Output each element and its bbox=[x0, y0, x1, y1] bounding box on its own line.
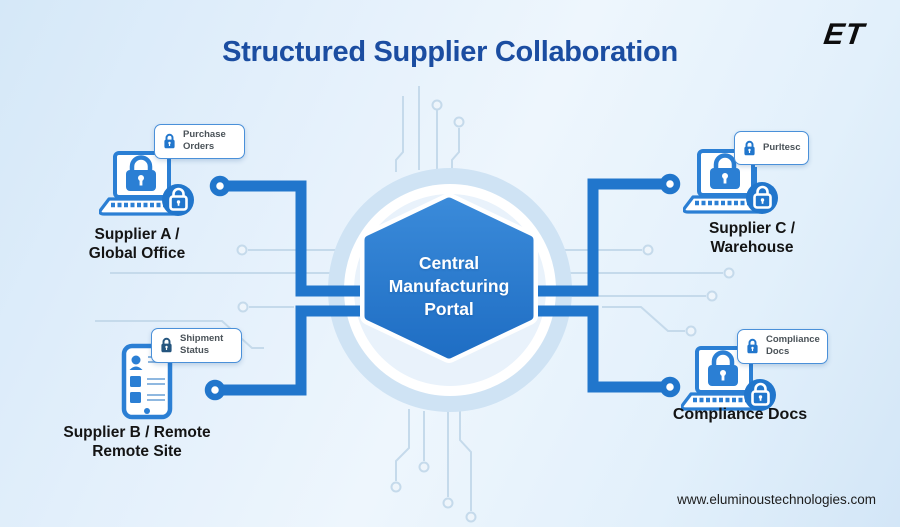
label-supplier-a: Supplier A / Global Office bbox=[88, 226, 186, 262]
label-compliance-docs: Compliance Docs bbox=[672, 406, 808, 423]
tag-supplier-c: Purltesc bbox=[734, 131, 809, 165]
circuit-trace-terminals bbox=[236, 99, 735, 523]
tag-label: Compliance Docs bbox=[766, 334, 820, 358]
tag-label: Purchase Orders bbox=[183, 129, 226, 153]
tag-label: Shipment Status bbox=[180, 333, 224, 357]
lock-icon bbox=[161, 337, 172, 353]
laptop-icon bbox=[683, 149, 778, 214]
connector-dot-icon bbox=[204, 173, 681, 401]
website-url: www.eluminoustechnologies.com bbox=[677, 492, 876, 507]
connector-lines bbox=[215, 178, 670, 396]
lock-icon bbox=[747, 338, 758, 354]
central-hexagon bbox=[360, 193, 538, 363]
label-supplier-b: Supplier B / Remote Remote Site bbox=[63, 424, 211, 460]
tag-shipment-status: Shipment Status bbox=[151, 328, 242, 363]
laptop-icon bbox=[99, 151, 194, 216]
tag-purchase-orders: Purchase Orders bbox=[154, 124, 245, 159]
label-supplier-c: Supplier C / Warehouse bbox=[708, 220, 796, 256]
central-portal-title: Central Manufacturing Portal bbox=[388, 253, 510, 319]
company-logo: ET bbox=[821, 18, 867, 51]
tag-compliance-docs: Compliance Docs bbox=[737, 329, 828, 364]
laptop-icon bbox=[681, 346, 776, 411]
lock-icon bbox=[744, 140, 755, 155]
tag-label: Purltesc bbox=[763, 141, 801, 153]
page-title: Structured Supplier Collaboration bbox=[222, 36, 678, 68]
lock-icon bbox=[164, 133, 175, 149]
